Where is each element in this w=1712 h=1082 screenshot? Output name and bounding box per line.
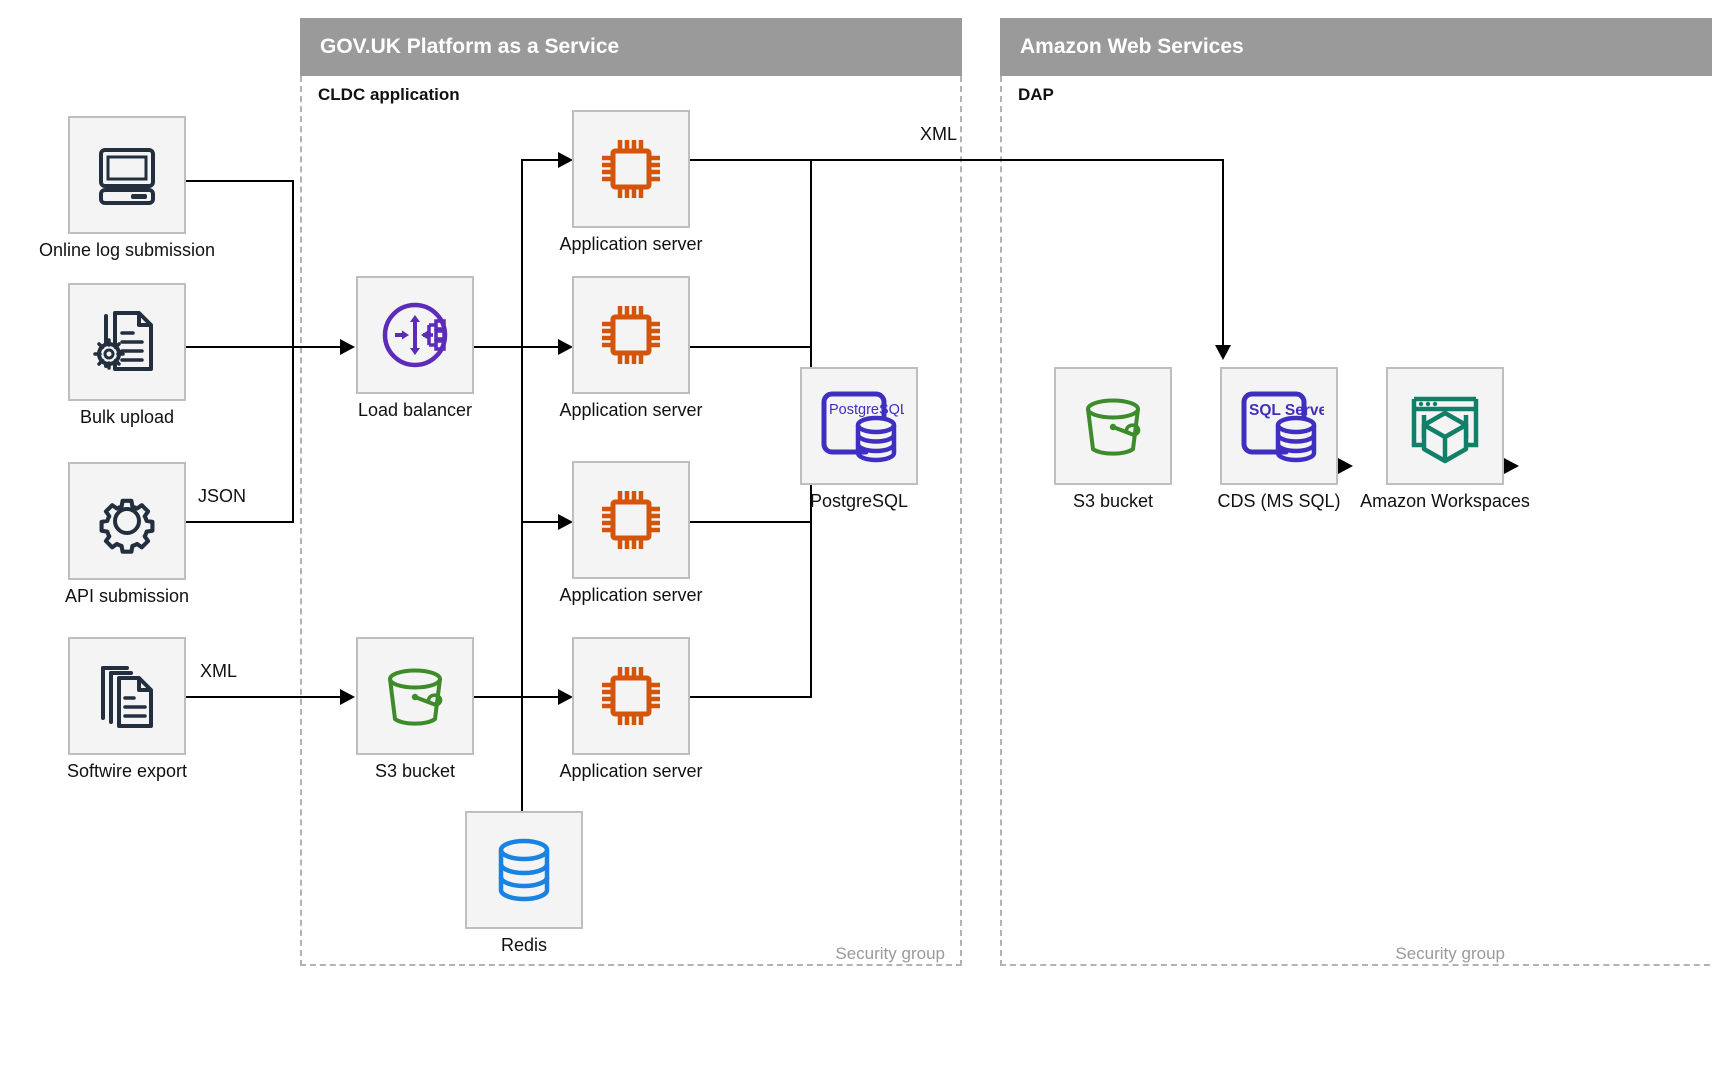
edge-lb-to-distributor [473,346,523,348]
node-label-postgresql: PostgreSQL [809,491,909,511]
group-body-paas [300,76,962,966]
node-application-server-1[interactable]: Application server [559,110,703,258]
security-group-label-paas: Security group [835,944,945,963]
gear-icon [89,483,165,559]
arrowhead-app4-in [558,689,573,705]
edge-distributor-to-app1 [521,159,561,161]
node-cds-ms-sql[interactable]: SQL Server CDS (MS SQL) [1217,367,1341,515]
cpu-chip-icon [594,483,668,557]
edge-api-submission-to-bus [176,521,294,523]
edge-label-xml-softwire: XML [200,661,238,681]
svg-text:PostgreSQL: PostgreSQL [829,402,904,418]
node-redis[interactable]: Redis [465,811,583,959]
edge-app-distributor-bus [521,159,523,821]
arrowhead-app2-in [558,339,573,355]
arrowhead-workspaces-in [1504,458,1519,474]
load-balancer-icon [373,293,457,377]
edge-s3-paas-to-app-bus [473,696,523,698]
document-gear-icon [89,304,165,380]
node-api-submission[interactable]: API submission [64,462,190,610]
edge-left-sources-bus [292,180,294,523]
node-application-server-4[interactable]: Application server [559,637,703,785]
edge-redis-to-app-bus [521,696,523,821]
group-title-paas: GOV.UK Platform as a Service [320,35,620,58]
node-label-application-server-4: Application server [559,761,703,781]
sql-server-icon: SQL Server [1234,384,1324,468]
edge-bulk-upload-to-bus [176,346,294,348]
node-s3-bucket-paas[interactable]: S3 bucket [356,637,474,785]
cpu-chip-icon [594,132,668,206]
arrowhead-load-balancer-in [340,339,355,355]
edge-label-xml-app-to-s3: XML [920,124,958,144]
node-label-application-server-3: Application server [559,585,703,605]
amazon-workspaces-icon [1404,387,1486,465]
node-load-balancer[interactable]: Load balancer [356,276,474,424]
edge-distributor-to-app4 [521,696,561,698]
group-header-paas: GOV.UK Platform as a Service [300,18,962,76]
edge-xml-paas-to-aws [690,159,1224,161]
node-s3-bucket-aws[interactable]: S3 bucket [1054,367,1172,515]
group-body-aws [1000,76,1712,966]
arrowhead-app3-in [558,514,573,530]
node-label-application-server-1: Application server [559,234,703,254]
node-label-softwire-export: Softwire export [66,761,188,781]
node-softwire-export[interactable]: Softwire export [66,637,188,785]
edge-online-log-to-bus [176,180,294,182]
security-group-label-aws: Security group [1395,944,1505,963]
cpu-chip-icon [594,659,668,733]
node-label-redis: Redis [500,935,548,955]
node-label-bulk-upload: Bulk upload [79,407,175,427]
edge-app2-out [690,346,812,348]
s3-bucket-icon [376,657,454,735]
desktop-computer-icon [89,137,165,213]
postgresql-icon: PostgreSQL [814,384,904,468]
node-label-application-server-2: Application server [559,400,703,420]
edge-distributor-to-app2 [521,346,561,348]
edge-app3-out [690,521,812,523]
edge-label-json: JSON [198,486,247,506]
edge-bus-to-load-balancer [292,346,342,348]
node-bulk-upload[interactable]: Bulk upload [68,283,186,431]
arrowhead-s3-paas-in [340,689,355,705]
edge-softwire-to-s3 [176,696,346,698]
node-application-server-2[interactable]: Application server [559,276,703,424]
group-header-aws: Amazon Web Services [1000,18,1712,76]
node-label-amazon-workspaces: Amazon Workspaces [1360,491,1530,511]
edge-xml-down-to-s3-aws [1222,159,1224,349]
arrowhead-cds-in [1338,458,1353,474]
svg-text:SQL Server: SQL Server [1249,402,1324,419]
arrowhead-s3-aws-in [1215,345,1231,360]
arrowhead-app1-in [558,152,573,168]
node-application-server-3[interactable]: Application server [559,461,703,609]
node-label-s3-bucket-aws: S3 bucket [1072,491,1154,511]
group-subtitle-cldc: CLDC application [318,85,460,104]
group-title-aws: Amazon Web Services [1020,35,1244,58]
node-online-log-submission[interactable]: Online log submission [39,116,215,264]
group-subtitle-dap: DAP [1018,85,1054,104]
edge-distributor-to-app3 [521,521,561,523]
node-label-online-log-submission: Online log submission [38,240,216,260]
node-postgresql[interactable]: PostgreSQL PostgreSQL [800,367,918,515]
node-label-s3-bucket-paas: S3 bucket [374,761,456,781]
node-label-cds-ms-sql: CDS (MS SQL) [1217,491,1341,511]
documents-stack-icon [89,658,165,734]
node-label-load-balancer: Load balancer [357,400,473,420]
node-amazon-workspaces[interactable]: Amazon Workspaces [1360,367,1530,515]
node-label-api-submission: API submission [64,586,190,606]
database-cylinder-icon [492,833,556,907]
edge-app4-out [690,696,812,698]
s3-bucket-icon [1074,387,1152,465]
cpu-chip-icon [594,298,668,372]
